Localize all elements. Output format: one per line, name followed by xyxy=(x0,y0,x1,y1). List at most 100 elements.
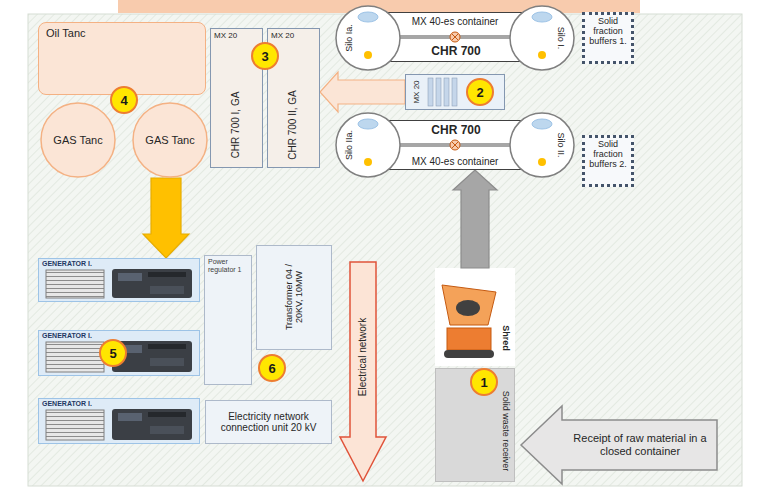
tank-outline xyxy=(41,103,115,177)
silo: Silo Ia. xyxy=(335,5,401,71)
label-text: MX 40-es container xyxy=(403,154,507,170)
silo-dot xyxy=(538,158,546,166)
power-regulator: Power regulator 1 xyxy=(204,255,252,385)
silo-hatch xyxy=(358,12,378,22)
silo-outline xyxy=(510,113,574,177)
generator-art xyxy=(46,270,104,298)
mixer-panel-art xyxy=(405,74,505,110)
shredder-art xyxy=(442,285,496,325)
generator-art xyxy=(118,273,142,281)
silo-dot xyxy=(364,158,372,166)
arrow-outline xyxy=(521,406,717,484)
grid-connection-unit: Electricity network connection unit 20 k… xyxy=(205,400,332,444)
label-text: Power regulator 1 xyxy=(205,256,251,277)
transformer: Transformer 04 / 20KV, 10MW xyxy=(256,245,332,350)
mixer-panel-art xyxy=(436,78,441,106)
label-text: MX 40-es container xyxy=(403,14,507,30)
label-text: Electrical network xyxy=(357,318,369,396)
label-text: GAS Tanc xyxy=(132,102,208,178)
label-text: MX 20 xyxy=(268,29,319,43)
silo: Silo II. xyxy=(509,112,575,178)
generator-art xyxy=(150,286,184,294)
flow-arrow xyxy=(320,72,405,112)
label-text: Electricity network connection unit 20 k… xyxy=(206,401,331,443)
label-text: CHR 700 I, GA xyxy=(230,92,242,159)
silo-link xyxy=(452,34,458,40)
flow-arrow xyxy=(453,170,497,268)
mixer-panel-art xyxy=(428,78,433,106)
label-text: GAS Tanc xyxy=(40,102,116,178)
oil-tank: Oil Tanc xyxy=(38,22,206,95)
shredder-art xyxy=(435,268,515,366)
shredder: Shred xyxy=(435,268,515,366)
generator-art xyxy=(38,398,200,444)
generator: GENERATOR I. xyxy=(38,398,200,444)
silo-link xyxy=(452,34,458,40)
label-text: Silo Ia. xyxy=(344,24,354,52)
generator-art xyxy=(112,409,192,440)
label-text: GENERATOR I. xyxy=(39,259,199,269)
silo-outline xyxy=(510,6,574,70)
label-text: Silo I. xyxy=(556,27,566,50)
grid-arrow: Electrical network xyxy=(340,262,386,482)
silo-link xyxy=(452,142,458,148)
generator-art xyxy=(38,258,200,444)
callout-number: 3 xyxy=(251,42,279,70)
plant-ground xyxy=(28,14,742,486)
generator-art xyxy=(150,426,184,434)
silo-link xyxy=(450,140,460,150)
label-text: Solid fraction buffers 2. xyxy=(585,138,631,172)
silo-dot xyxy=(364,51,372,59)
label-text: Silo II. xyxy=(556,132,566,157)
generator-art xyxy=(46,410,104,440)
generator-art xyxy=(148,344,186,349)
gas-tank: GAS Tanc xyxy=(40,102,116,178)
silo-outline xyxy=(336,6,400,70)
label-text: Silo IIa. xyxy=(344,130,354,160)
silo-hatch xyxy=(532,119,552,129)
generator-art xyxy=(46,342,104,372)
silo-link xyxy=(450,32,460,42)
intake-arrow: Receipt of raw material in a closed cont… xyxy=(520,405,718,485)
mixer-panel-art xyxy=(452,78,457,106)
label-text: MX 20 xyxy=(211,29,262,43)
gas-tank: GAS Tanc xyxy=(132,102,208,178)
callout-number: 1 xyxy=(470,368,498,396)
plant-ground xyxy=(28,14,742,486)
tank-outline xyxy=(133,103,207,177)
generator-art xyxy=(148,412,186,417)
arrow-outline xyxy=(340,262,386,481)
label-text: Oil Tanc xyxy=(39,23,205,44)
buffer-bin: Solid fraction buffers 1. xyxy=(582,12,634,64)
generator: GENERATOR I. xyxy=(38,258,200,302)
silo-outline xyxy=(336,113,400,177)
generator-art xyxy=(112,269,192,298)
buffer-bin: Solid fraction buffers 2. xyxy=(582,135,634,187)
mixer-panel-art xyxy=(444,78,449,106)
flow-arrow xyxy=(143,178,189,258)
callout-number: 6 xyxy=(258,354,286,382)
mixer-panel-art xyxy=(405,74,505,110)
label-text: Shred xyxy=(501,325,511,351)
label-text: Receipt of raw material in a closed cont… xyxy=(566,421,714,469)
shredder-art xyxy=(444,350,494,358)
silo-hatch xyxy=(358,119,378,129)
label-text: GENERATOR I. xyxy=(39,399,199,409)
label-text: CHR 700 xyxy=(391,43,521,61)
generator-art xyxy=(118,413,142,421)
generator-art xyxy=(148,272,186,277)
shredder-art xyxy=(435,268,515,366)
callout-number: 4 xyxy=(110,86,138,114)
label-text: Transformer 04 / 20KV, 10MW xyxy=(284,251,305,343)
label-text: MX 20 xyxy=(412,80,421,103)
callout-number: 2 xyxy=(466,78,494,106)
label-text: Solid waste receiver xyxy=(501,391,511,472)
shredder-art xyxy=(447,328,491,350)
silo: Silo I. xyxy=(509,5,575,71)
callout-number: 5 xyxy=(99,339,127,367)
label-text: CHR 700 xyxy=(391,122,521,140)
shredder-art xyxy=(456,300,480,316)
silo: Silo IIa. xyxy=(335,112,401,178)
generator-art xyxy=(150,358,184,366)
